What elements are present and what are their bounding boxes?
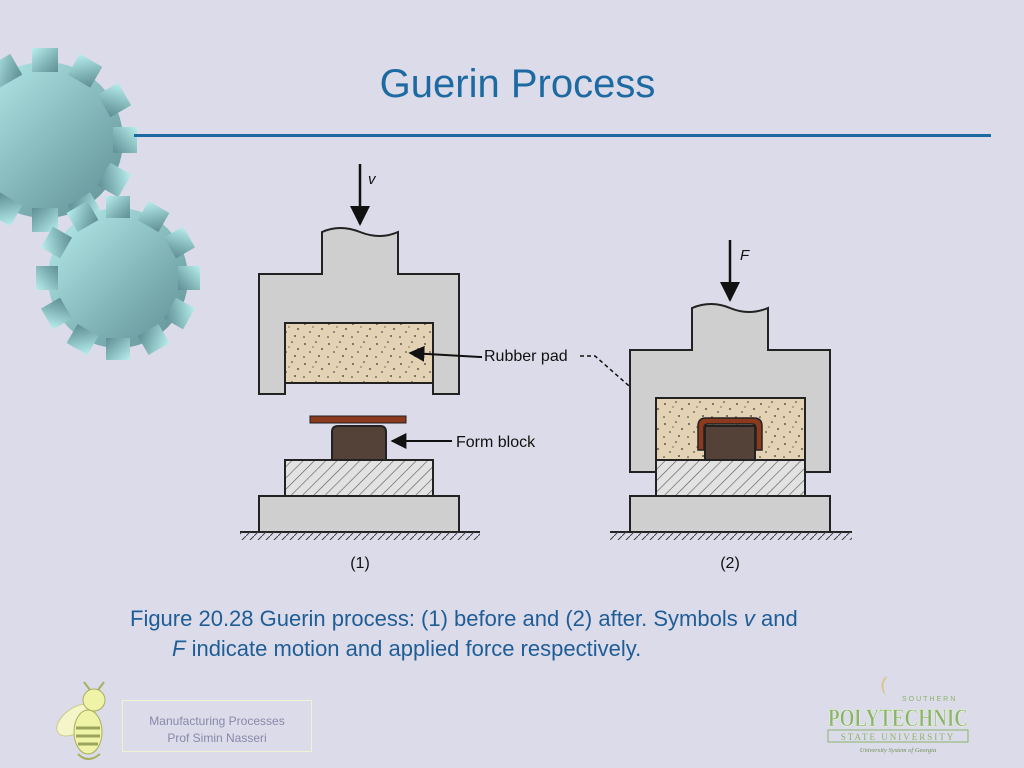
stage-2: F (2) — [610, 240, 852, 572]
logo-tagline: University System of Georgia — [860, 747, 936, 754]
flame-icon — [881, 676, 888, 696]
form-block — [331, 425, 387, 461]
gear-decoration — [0, 48, 200, 360]
guerin-process-figure: v (1) Rubber pad Form block F — [240, 164, 852, 572]
logo-sub-text: STATE UNIVERSITY — [841, 732, 956, 742]
gear-icon-bottom — [36, 196, 200, 360]
rubber-pad-pointer-2 — [580, 355, 671, 423]
caption-line1: Figure 20.28 Guerin process: (1) before … — [130, 606, 744, 631]
title-divider — [134, 134, 991, 137]
stage-1: v (1) — [240, 164, 480, 572]
footer-professor: Prof Simin Nasseri — [167, 731, 267, 745]
ground-hatch — [240, 532, 480, 540]
university-logo: SOUTHERN POLYTECHNIC STATE UNIVERSITY Un… — [827, 676, 969, 754]
slide-title: Guerin Process — [379, 62, 656, 106]
form-block-2 — [704, 425, 756, 461]
stage-1-label: (1) — [350, 555, 370, 572]
form-block-label: Form block — [456, 434, 536, 451]
rubber-pad — [284, 322, 434, 384]
logo-top-text: SOUTHERN — [902, 696, 957, 703]
base-block-2 — [655, 459, 806, 497]
ground-hatch-2 — [610, 532, 852, 540]
caption-symbol-f: F — [172, 636, 186, 661]
base-block — [284, 459, 434, 497]
figure-caption: Figure 20.28 Guerin process: (1) before … — [130, 604, 930, 664]
stage-2-label: (2) — [720, 555, 740, 572]
bee-mascot-icon — [56, 681, 106, 760]
rubber-pad-label: Rubber pad — [484, 348, 568, 365]
press-bed-2 — [629, 495, 831, 533]
caption-and: and — [754, 606, 798, 631]
sheet-blank — [309, 415, 407, 424]
caption-line2: indicate motion and applied force respec… — [185, 636, 642, 661]
rubber-pad-pointer — [408, 345, 481, 362]
motion-symbol: v — [368, 171, 377, 188]
logo-main-text: POLYTECHNIC — [828, 705, 968, 732]
footer-course: Manufacturing Processes — [149, 714, 285, 728]
caption-symbol-v: v — [743, 606, 755, 631]
press-bed — [258, 495, 460, 533]
footer-box: Manufacturing Processes Prof Simin Nasse… — [122, 700, 312, 752]
force-symbol: F — [740, 247, 750, 264]
